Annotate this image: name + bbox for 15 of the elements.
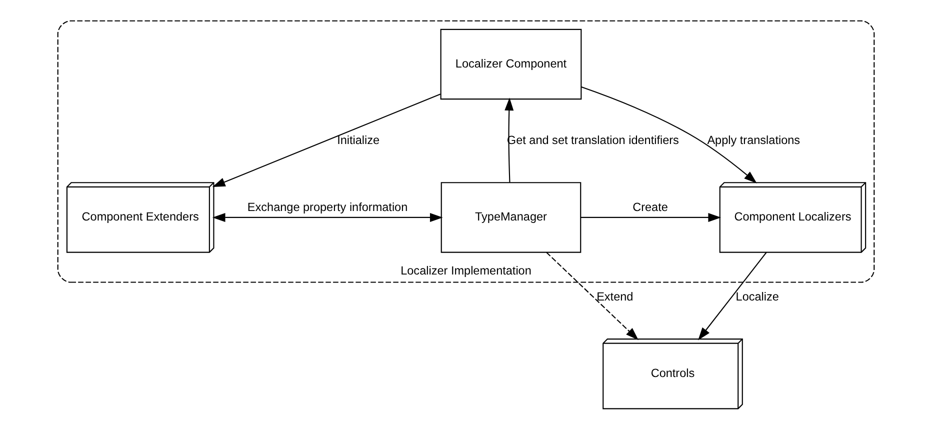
edge-label: Create: [632, 200, 668, 214]
edge-label: Extend: [596, 290, 634, 304]
edge-label: Apply translations: [707, 134, 800, 147]
arrow: [698, 252, 767, 340]
edge-label: Initialize: [337, 134, 380, 147]
arrow: [580, 212, 722, 222]
edge-label: Localize: [736, 290, 779, 304]
edge-label: Exchange property information: [247, 200, 408, 214]
arrow: [212, 212, 443, 222]
arrow: [581, 86, 757, 184]
node-box: Localizer Component: [440, 28, 582, 100]
arrow: [212, 94, 441, 188]
arrow: [546, 252, 638, 340]
arrow: [504, 98, 514, 182]
node-box: TypeManager: [440, 182, 582, 253]
